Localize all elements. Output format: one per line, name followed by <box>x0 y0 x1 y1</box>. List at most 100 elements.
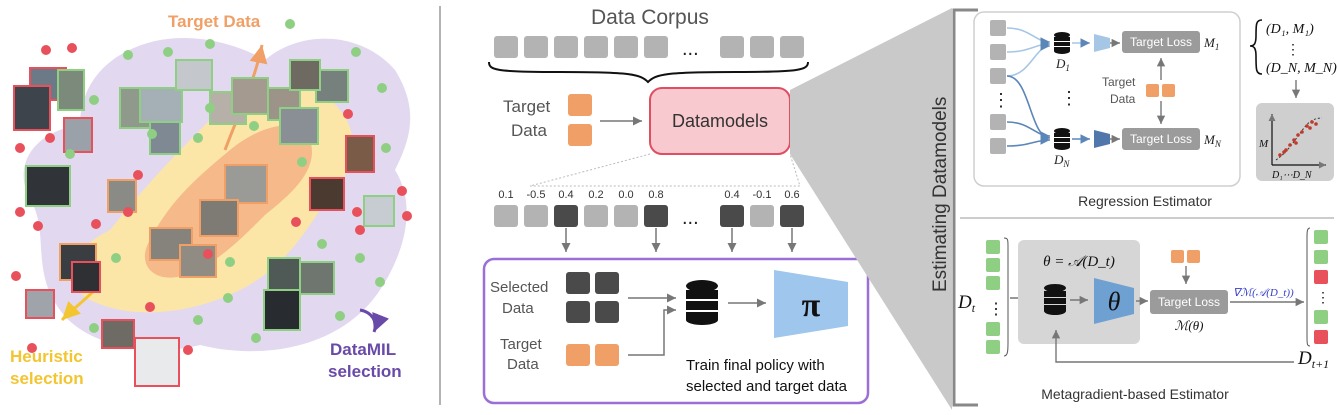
thumbnail-group <box>13 59 395 387</box>
middle-panel: Data Corpus ... Target Data Datamodels 0… <box>482 6 870 405</box>
d1-label: D1 <box>1055 56 1070 73</box>
target-loss-n-label: Target Loss <box>1130 132 1192 146</box>
feedback-arrow <box>1051 330 1294 363</box>
reg-target-data-2: Data <box>1110 92 1136 106</box>
metagradient-caption: Metagradient-based Estimator <box>1041 386 1229 402</box>
policy-caption-1: Train final policy with <box>686 357 825 374</box>
score-label: -0.1 <box>753 189 772 201</box>
meta-target-cell <box>1187 250 1200 263</box>
datamil-label-2: selection <box>328 362 402 381</box>
policy-network <box>774 270 848 338</box>
regression-mid-vdots: ⋮ <box>1060 88 1078 108</box>
dn-database-icon <box>1054 128 1070 150</box>
score-label: 0.1 <box>498 189 513 201</box>
regression-flow-bottom <box>1006 75 1051 147</box>
database-icon <box>686 280 718 325</box>
dt1-label: Dt+1 <box>1297 348 1329 371</box>
scores-ellipsis: ... <box>682 207 699 229</box>
set-last: (D_N, M_N) <box>1266 61 1337 76</box>
mn-label: MN <box>1203 132 1222 149</box>
datamodels-expansion <box>790 8 952 410</box>
target-data-label-1: Target <box>503 97 551 116</box>
reg-target-cell <box>1162 84 1175 97</box>
corpus-cells <box>494 36 804 58</box>
regression-input-cells <box>990 20 1006 154</box>
policy-caption-2: selected and target data <box>686 378 848 395</box>
datamodels-label: Datamodels <box>672 111 768 131</box>
meta-database-icon <box>1044 284 1066 315</box>
plot-x-label: D₁⋯D_N <box>1271 170 1313 181</box>
meta-target-loss-box <box>1150 290 1228 314</box>
m1-label: M1 <box>1203 35 1219 52</box>
grad-label: ∇ℳ(𝒜(D_t)) <box>1233 287 1294 299</box>
m-theta-label: ℳ(θ) <box>1175 318 1204 333</box>
dt-vdots: ⋮ <box>988 301 1004 318</box>
pi-symbol: π <box>802 287 821 324</box>
selected-data-label-2: Data <box>502 300 534 317</box>
target-loss-1-label: Target Loss <box>1130 35 1192 49</box>
regression-caption: Regression Estimator <box>1078 193 1212 209</box>
model-n <box>1094 130 1110 148</box>
datamil-arrow <box>359 308 390 333</box>
target-loss-n-box <box>1122 128 1200 150</box>
model-1 <box>1094 34 1110 52</box>
corpus-brace <box>488 61 809 84</box>
target-data-label: Target Data <box>168 12 261 31</box>
corpus-ellipsis: ... <box>682 38 699 60</box>
target-loss-1-box <box>1122 31 1200 53</box>
plot-points <box>1278 120 1318 157</box>
target-data2-label-1: Target <box>500 336 543 353</box>
target-cell <box>568 94 592 116</box>
selected-data-label-1: Selected <box>490 279 548 296</box>
target-to-db-arrow <box>628 305 676 356</box>
reg-target-data-1: Target <box>1102 75 1136 89</box>
score-label: 0.6 <box>784 189 799 201</box>
score-label: 0.4 <box>558 189 573 201</box>
dt-bracket <box>1003 237 1009 357</box>
dt-cells <box>986 240 1000 354</box>
set-brace <box>1249 19 1263 75</box>
d1-database-icon <box>1054 32 1070 54</box>
datamodels-projection <box>529 153 801 187</box>
heuristic-label-1: Heuristic <box>10 347 83 366</box>
plot-y-label: M <box>1258 138 1269 150</box>
regression-flow-top <box>1006 27 1051 77</box>
score-down-arrows <box>561 228 797 252</box>
data-corpus-label: Data Corpus <box>591 6 709 29</box>
score-label: -0.5 <box>527 189 546 201</box>
score-label: 0.2 <box>588 189 603 201</box>
theta-symbol: θ <box>1108 287 1121 316</box>
dt1-cells <box>1314 230 1328 344</box>
score-label: 0.8 <box>648 189 663 201</box>
heuristic-label-2: selection <box>10 369 84 388</box>
target-data-label-2: Data <box>511 121 547 140</box>
dt1-vdots: ⋮ <box>1316 289 1330 305</box>
right-bracket <box>952 8 978 407</box>
score-label: 0.4 <box>724 189 739 201</box>
left-panel: Target Data Heuristic selection DataMIL … <box>10 12 412 388</box>
target-cell <box>568 124 592 146</box>
target-cell <box>595 344 619 366</box>
scored-cells <box>494 205 804 227</box>
dt1-bracket <box>1306 227 1311 347</box>
estimating-title: Estimating Datamodels <box>930 97 951 292</box>
green-dots <box>65 19 391 343</box>
right-panel: Estimating Datamodels ⋮ D1 DN ⋮ <box>930 11 1337 402</box>
score-labels: 0.1 -0.5 0.4 0.2 0.0 0.8 0.4 -0.1 0.6 <box>498 189 799 201</box>
reg-target-cell <box>1146 84 1159 97</box>
set-vdots: ⋮ <box>1286 41 1300 57</box>
selected-cells <box>566 272 619 323</box>
red-dots <box>11 43 412 355</box>
theta-equation: θ = 𝒜(D_t) <box>1043 254 1115 270</box>
datamil-label-1: DataMIL <box>330 340 396 359</box>
dt-label: Dt <box>957 292 976 315</box>
score-label: 0.0 <box>618 189 633 201</box>
target-data2-label-2: Data <box>507 356 539 373</box>
policy-training-box <box>482 257 870 405</box>
meta-target-cell <box>1171 250 1184 263</box>
dn-label: DN <box>1053 152 1070 169</box>
theta-network <box>1094 278 1134 324</box>
meta-target-loss-label: Target Loss <box>1158 295 1220 309</box>
regression-vdots: ⋮ <box>992 90 1010 110</box>
